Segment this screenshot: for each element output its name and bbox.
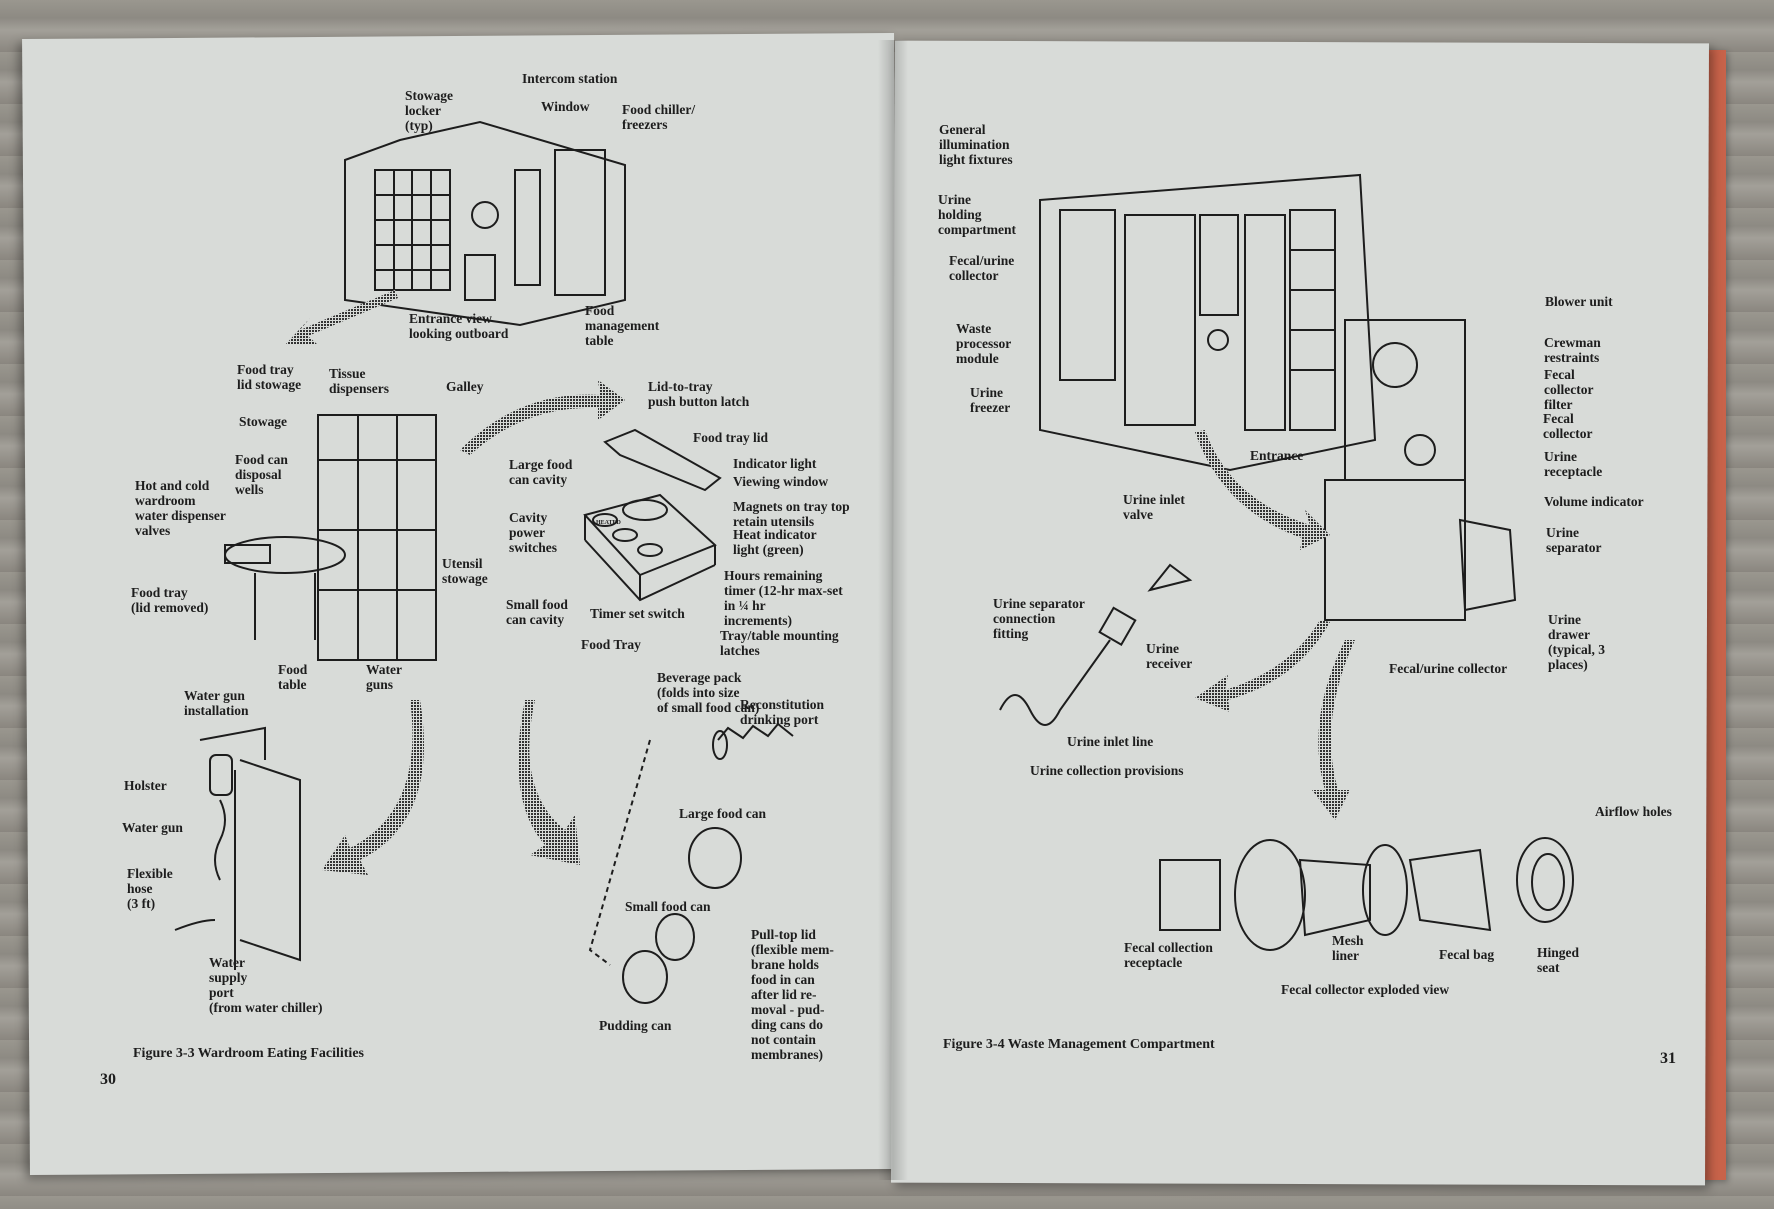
label-exploded-view: Fecal collector exploded view [1281,982,1450,997]
label-fecal-bag: Fecal bag [1439,947,1495,962]
label-urine-drawer: Urine drawer (typical, 3 places) [1548,612,1605,672]
label-pull-top-lid: Pull-top lid (flexible mem- brane holds … [751,927,834,1062]
label-window: Window [541,99,590,114]
label-fecal-collector-filter: Fecal collector filter [1544,367,1594,412]
label-beverage-pack: Beverage pack (folds into size of small … [657,670,760,715]
label-volume-indicator: Volume indicator [1544,494,1644,509]
label-pudding-can: Pudding can [599,1018,672,1033]
label-fecal-collector: Fecal collector [1543,411,1593,441]
label-viewing-window: Viewing window [733,474,829,489]
label-flexible-hose: Flexible hose (3 ft) [127,866,173,911]
label-food-chiller: Food chiller/ freezers [622,102,696,132]
label-airflow-holes: Airflow holes [1595,804,1672,819]
label-food-can-disposal-wells: Food can disposal wells [235,452,288,497]
page-number-right: 31 [1660,1050,1676,1067]
label-fecal-collection-receptacle: Fecal collection receptacle [1124,940,1213,970]
label-intercom-station: Intercom station [522,71,618,86]
label-waste-processor: Waste processor module [956,321,1012,366]
label-crewman-restraints: Crewman restraints [1544,335,1601,365]
label-utensil-stowage: Utensil stowage [442,556,488,586]
label-food-tray-lid-stowage: Food tray lid stowage [237,362,302,392]
label-food-management-table: Food management table [585,303,660,348]
page-gutter [878,40,908,1180]
label-heat-indicator: Heat indicator light (green) [733,527,817,557]
label-connection-fitting: Urine separator connection fitting [993,596,1085,641]
label-tissue-dispensers: Tissue dispensers [329,366,390,396]
label-urine-holding: Urine holding compartment [938,192,1016,237]
label-hours-timer: Hours remaining timer (12-hr max-set in … [724,568,843,628]
label-small-food-can: Small food can [625,899,711,914]
label-galley: Galley [446,379,484,394]
label-light-fixtures: General illumination light fixtures [939,122,1013,167]
figure-caption-3-4: Figure 3-4 Waste Management Compartment [943,1037,1215,1052]
label-holster: Holster [124,778,167,793]
label-large-cavity: Large food can cavity [509,457,573,487]
label-magnets: Magnets on tray top retain utensils [733,499,850,529]
label-urine-inlet-line: Urine inlet line [1067,734,1154,749]
heated-badge: HEATED [596,520,621,526]
label-hinged-seat: Hinged seat [1537,945,1580,975]
label-indicator-light: Indicator light [733,456,817,471]
label-large-food-can: Large food can [679,806,766,821]
label-water-gun-installation: Water gun installation [184,688,249,718]
page-number-left: 30 [100,1071,116,1088]
label-water-guns: Water guns [366,662,402,692]
label-cavity-switches: Cavity power switches [509,510,557,555]
label-stowage-locker: Stowage locker (typ) [405,88,453,133]
label-fecal-urine-collector: Fecal/urine collector [1389,661,1508,676]
label-timer-switch: Timer set switch [590,606,685,621]
label-urine-freezer: Urine freezer [970,385,1011,415]
label-water-gun: Water gun [122,820,183,835]
label-urine-inlet-valve: Urine inlet valve [1123,492,1185,522]
label-mesh-liner: Mesh liner [1332,933,1364,963]
label-drinking-port: Reconstitution drinking port [740,697,824,727]
label-food-tray-title: Food Tray [581,637,641,652]
label-entrance: Entrance [1250,448,1304,463]
label-urine-receiver: Urine receiver [1146,641,1193,671]
label-entrance-view: Entrance view looking outboard [409,311,509,341]
label-blower-unit: Blower unit [1545,294,1613,309]
label-water-dispenser-valves: Hot and cold wardroom water dispenser va… [135,478,226,538]
label-stowage: Stowage [239,414,287,429]
label-small-cavity: Small food can cavity [506,597,568,627]
label-mounting-latches: Tray/table mounting latches [720,628,839,658]
label-food-tray-lid-removed: Food tray (lid removed) [131,585,209,615]
figure-caption-3-3: Figure 3-3 Wardroom Eating Facilities [133,1046,364,1061]
label-urine-collection-provisions: Urine collection provisions [1030,763,1184,778]
label-urine-receptacle: Urine receptacle [1544,449,1603,479]
label-water-supply-port: Water supply port (from water chiller) [209,955,323,1015]
label-urine-separator: Urine separator [1546,525,1602,555]
label-lid-latch: Lid-to-tray push button latch [648,379,750,409]
label-fecal-urine-collector-compartment: Fecal/urine collector [949,253,1015,283]
label-food-tray-lid: Food tray lid [693,430,769,445]
label-food-table: Food table [278,662,308,692]
